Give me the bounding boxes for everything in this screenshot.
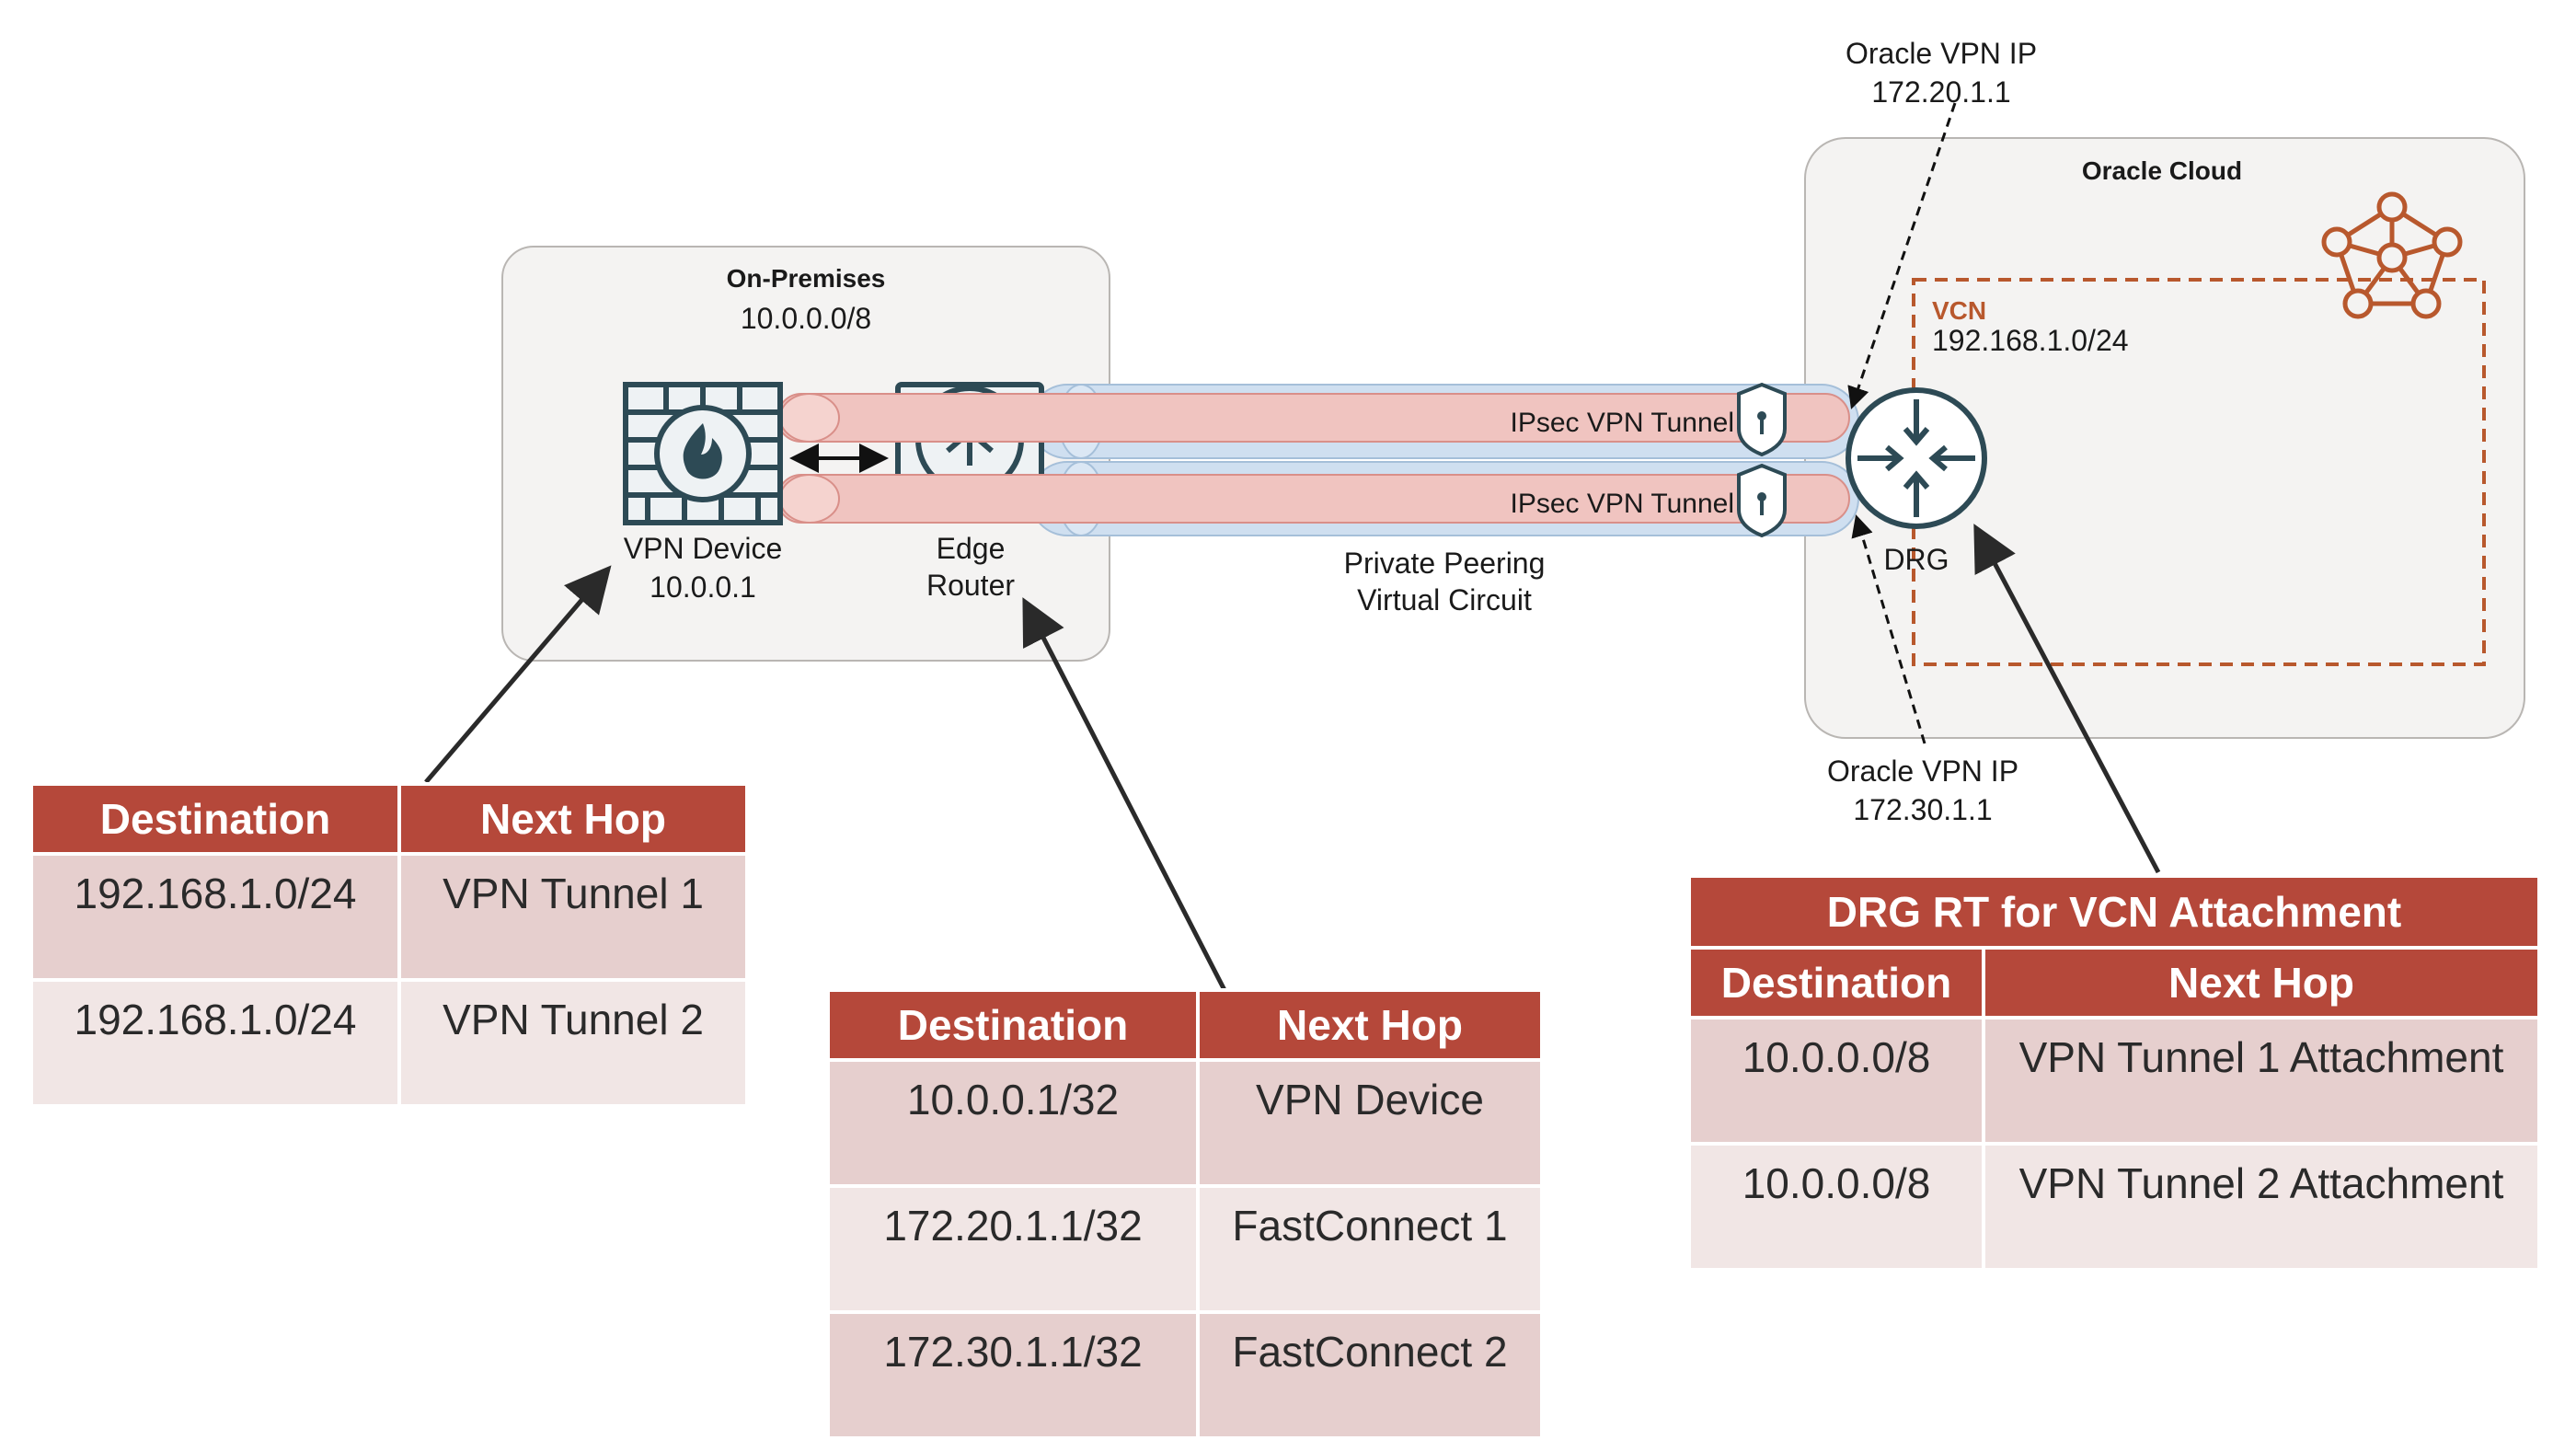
table-row: 10.0.0.0/8 VPN Tunnel 1 Attachment (1687, 1016, 2542, 1146)
column-header: Destination (826, 988, 1200, 1062)
table-row: 192.168.1.0/24 VPN Tunnel 1 (29, 852, 749, 982)
column-header: Next Hop (1981, 946, 2542, 1020)
table-row: 192.168.1.0/24 VPN Tunnel 2 (29, 978, 749, 1108)
table-cell: VPN Tunnel 1 Attachment (1981, 1016, 2542, 1146)
table-row: 10.0.0.1/32 VPN Device (826, 1058, 1544, 1188)
on-premises-cidr: 10.0.0.0/8 (740, 302, 872, 335)
table-cell: 192.168.1.0/24 (29, 978, 401, 1108)
vpn-device-name: VPN Device (623, 532, 783, 565)
table-cell: FastConnect 1 (1196, 1184, 1544, 1314)
oracle-vpn-ip-bottom-label: Oracle VPN IP (1826, 755, 2019, 788)
drg-icon (1846, 387, 1987, 529)
table-row: 10.0.0.0/8 VPN Tunnel 2 Attachment (1687, 1142, 2542, 1272)
table-cell: FastConnect 2 (1196, 1310, 1544, 1440)
oracle-vpn-ip-bottom-link (1851, 514, 1926, 744)
drg-route-table: DRG RT for VCN Attachment Destination Ne… (1686, 874, 2542, 1272)
callout-arrow-edge-router (1022, 597, 1228, 994)
oracle-cloud-title: Oracle Cloud (2081, 156, 2243, 185)
tunnel-2-label: IPsec VPN Tunnel (1510, 489, 1734, 519)
table-cell: 10.0.0.0/8 (1687, 1016, 1985, 1146)
tunnel-1-label: IPsec VPN Tunnel (1510, 408, 1734, 438)
table-caption: DRG RT for VCN Attachment (1686, 874, 2542, 950)
oracle-vpn-ip-bottom-value: 172.30.1.1 (1853, 793, 1993, 826)
vcn-cidr: 192.168.1.0/24 (1932, 324, 2129, 357)
callout-arrow-drg (1973, 524, 2161, 874)
peering-label-line1: Private Peering (1343, 547, 1546, 580)
table-row: 172.20.1.1/32 FastConnect 1 (826, 1184, 1544, 1314)
firewall-icon (623, 382, 783, 525)
table-cell: VPN Tunnel 1 (397, 852, 749, 982)
table-cell: 10.0.0.0/8 (1687, 1142, 1985, 1272)
table-cell: 172.20.1.1/32 (826, 1184, 1200, 1314)
column-header: Next Hop (1196, 988, 1544, 1062)
lock-icon (1737, 463, 1787, 538)
vcn-network-icon (2321, 191, 2463, 319)
drg-label: DRG (1883, 543, 1949, 576)
column-header: Next Hop (397, 782, 749, 856)
table-cell: 10.0.0.1/32 (826, 1058, 1200, 1188)
column-header: Destination (1687, 946, 1985, 1020)
table-cell: VPN Tunnel 2 (397, 978, 749, 1108)
oracle-vpn-ip-top-link (1847, 102, 1957, 409)
table-cell: VPN Tunnel 2 Attachment (1981, 1142, 2542, 1272)
oracle-vpn-ip-top-label: Oracle VPN IP (1845, 37, 2038, 70)
vcn-label: VCN (1932, 296, 1987, 325)
table-cell: 192.168.1.0/24 (29, 852, 401, 982)
vpn-device-ip: 10.0.0.1 (650, 570, 756, 604)
vpn-device-route-table: Destination Next Hop 192.168.1.0/24 VPN … (29, 782, 749, 1108)
edge-router-label-line2: Router (926, 569, 1016, 602)
peering-label-line2: Virtual Circuit (1357, 583, 1532, 616)
table-row: 172.30.1.1/32 FastConnect 2 (826, 1310, 1544, 1440)
callout-arrow-vpn-device (424, 565, 612, 784)
lock-icon (1737, 382, 1787, 457)
on-premises-title: On-Premises (726, 264, 886, 293)
edge-router-route-table: Destination Next Hop 10.0.0.1/32 VPN Dev… (826, 988, 1544, 1440)
table-cell: VPN Device (1196, 1058, 1544, 1188)
column-header: Destination (29, 782, 401, 856)
ipsec-tunnels (776, 393, 1850, 524)
table-cell: 172.30.1.1/32 (826, 1310, 1200, 1440)
oracle-vpn-ip-top-value: 172.20.1.1 (1871, 75, 2011, 109)
edge-router-label-line1: Edge (936, 532, 1006, 565)
